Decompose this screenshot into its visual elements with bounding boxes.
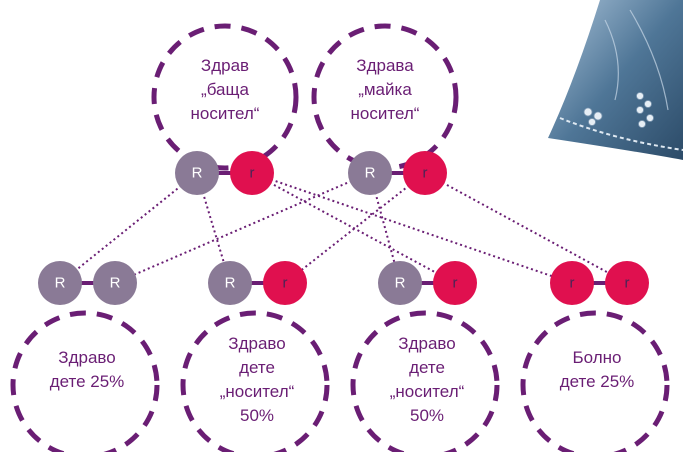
parent-1-allele-label-1: R [192, 165, 203, 182]
parent-circle-1 [151, 23, 299, 171]
parent-2-allele-label-2: r [423, 165, 428, 182]
inheritance-line-8 [424, 172, 628, 284]
child-3-allele-1-dominant [378, 261, 422, 305]
child-2-allele-label-2: r [283, 275, 288, 292]
parent-label-mother: Здрава „майка носител“ [350, 56, 420, 123]
child-1-allele-label-1: R [55, 275, 66, 292]
child-2-allele-1-dominant [208, 261, 252, 305]
child-circle-3 [350, 310, 500, 457]
parent-2-allele-2-recessive [403, 151, 447, 195]
denim-jacket-image [548, 0, 683, 160]
child-circle-2 [180, 310, 330, 457]
child-4-allele-label-2: r [625, 275, 630, 292]
parent-1-allele-label-2: r [250, 165, 255, 182]
parent-1-allele-1-dominant [175, 151, 219, 195]
child-label-3: Здраво дете „носител“ 50% [389, 334, 465, 425]
inheritance-line-1 [59, 172, 198, 284]
child-circle-4 [520, 310, 670, 457]
child-3-allele-2-recessive [433, 261, 477, 305]
inheritance-line-5 [114, 172, 371, 284]
inheritance-line-4 [251, 172, 573, 284]
inheritance-lines [59, 172, 628, 284]
child-1-allele-2-dominant [93, 261, 137, 305]
allele-connectors [60, 171, 627, 285]
parent-1-allele-2-recessive [230, 151, 274, 195]
parent-2-allele-label-1: R [365, 165, 376, 182]
child-label-1: Здраво дете 25% [49, 348, 125, 391]
parent-label-father: Здрав „баща носител“ [190, 56, 260, 123]
child-3-allele-label-2: r [453, 275, 458, 292]
child-2-allele-label-1: R [225, 275, 236, 292]
parent-2-allele-1-dominant [348, 151, 392, 195]
child-label-4: Болно дете 25% [559, 348, 635, 391]
child-4-allele-label-1: r [570, 275, 575, 292]
child-1-allele-1-dominant [38, 261, 82, 305]
child-4-allele-2-recessive [605, 261, 649, 305]
child-3-allele-label-1: R [395, 275, 406, 292]
child-4-allele-1-recessive [550, 261, 594, 305]
child-label-2: Здраво дете „носител“ 50% [219, 334, 295, 425]
child-circle-1 [10, 310, 160, 457]
child-2-allele-2-recessive [263, 261, 307, 305]
child-1-allele-label-2: R [110, 275, 121, 292]
